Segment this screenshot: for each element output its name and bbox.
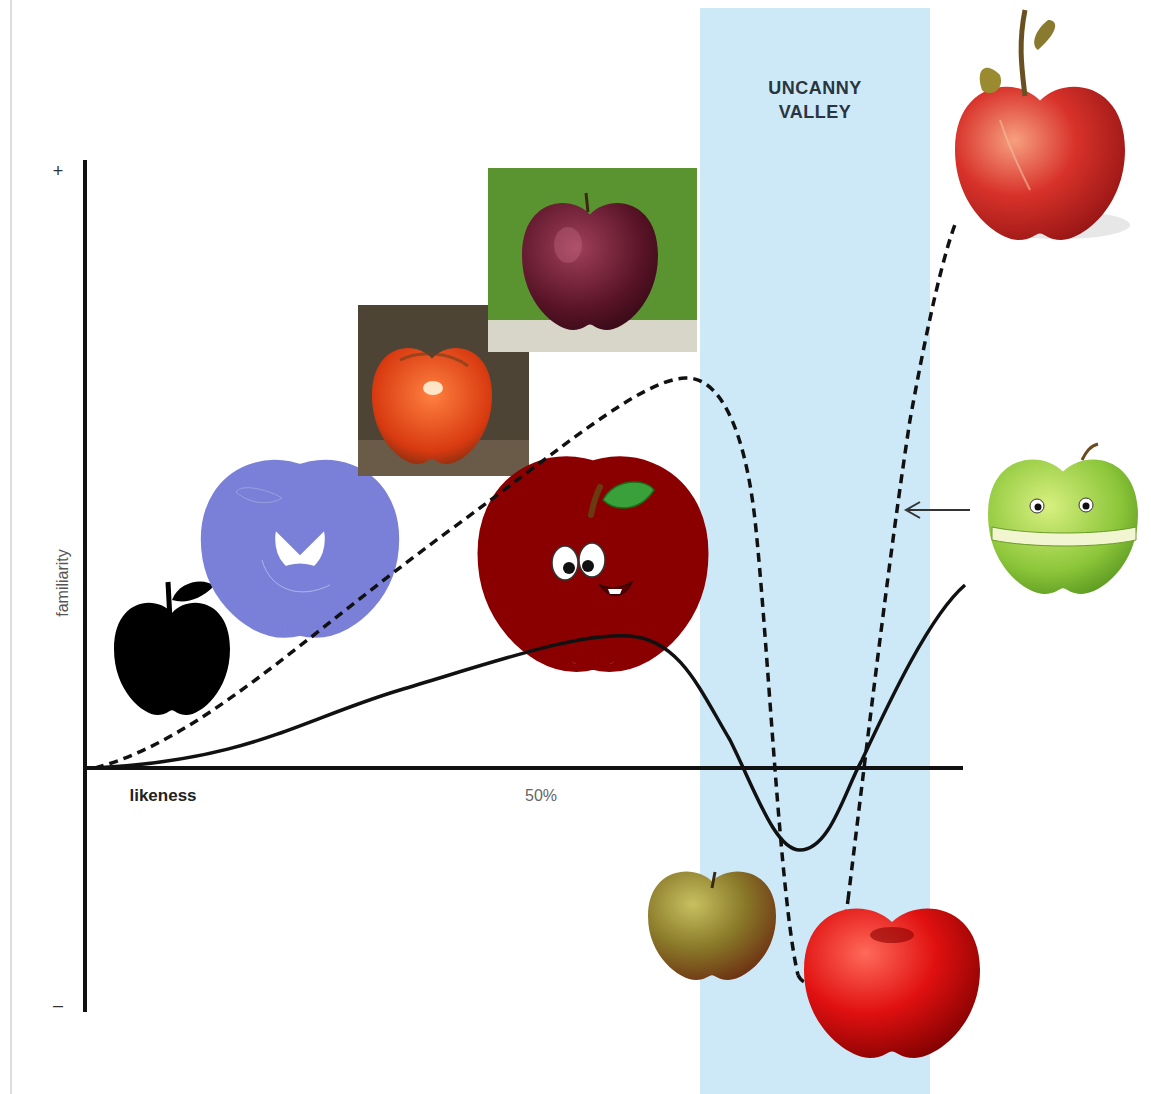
axis-title: likeness: [129, 786, 196, 806]
band-title: UNCANNY VALLEY: [750, 76, 880, 124]
axis-title: familiarity: [54, 549, 72, 617]
axis-tick: 50%: [525, 787, 557, 805]
axis-minus: –: [53, 995, 63, 1016]
axis-plus: +: [53, 161, 64, 182]
